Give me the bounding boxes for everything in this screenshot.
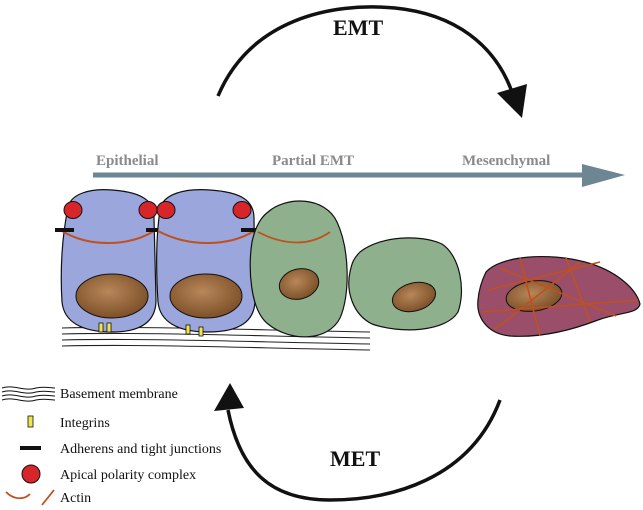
met-arrow [214, 383, 502, 502]
stage-partial-emt: Partial EMT [272, 153, 354, 169]
legend-integrins: Integrins [60, 416, 110, 431]
epithelial-cell-1 [55, 189, 162, 333]
legend-basement-membrane: Basement membrane [60, 387, 178, 402]
emt-arrow [216, 5, 527, 118]
basement-membrane-icon [1, 386, 56, 402]
legend-junctions: Adherens and tight junctions [60, 442, 221, 457]
junction-icon [20, 446, 41, 450]
actin-icon [5, 489, 55, 506]
apical-complex-icon [21, 464, 41, 484]
integrin-icon [27, 415, 34, 428]
epithelial-cell-2 [156, 189, 262, 337]
legend-apical-polarity: Apical polarity complex [60, 468, 196, 483]
partial-emt-cell-2 [348, 237, 463, 331]
mesenchymal-cell [477, 255, 641, 337]
legend-actin: Actin [60, 491, 91, 506]
met-label: MET [330, 446, 380, 471]
emt-label: EMT [333, 15, 383, 40]
partial-emt-cell-1 [249, 200, 348, 338]
stage-epithelial: Epithelial [96, 153, 159, 169]
progression-arrow [93, 164, 625, 187]
stage-mesenchymal: Mesenchymal [462, 153, 550, 169]
legend: Basement membrane Integrins Adherens and… [1, 386, 221, 506]
